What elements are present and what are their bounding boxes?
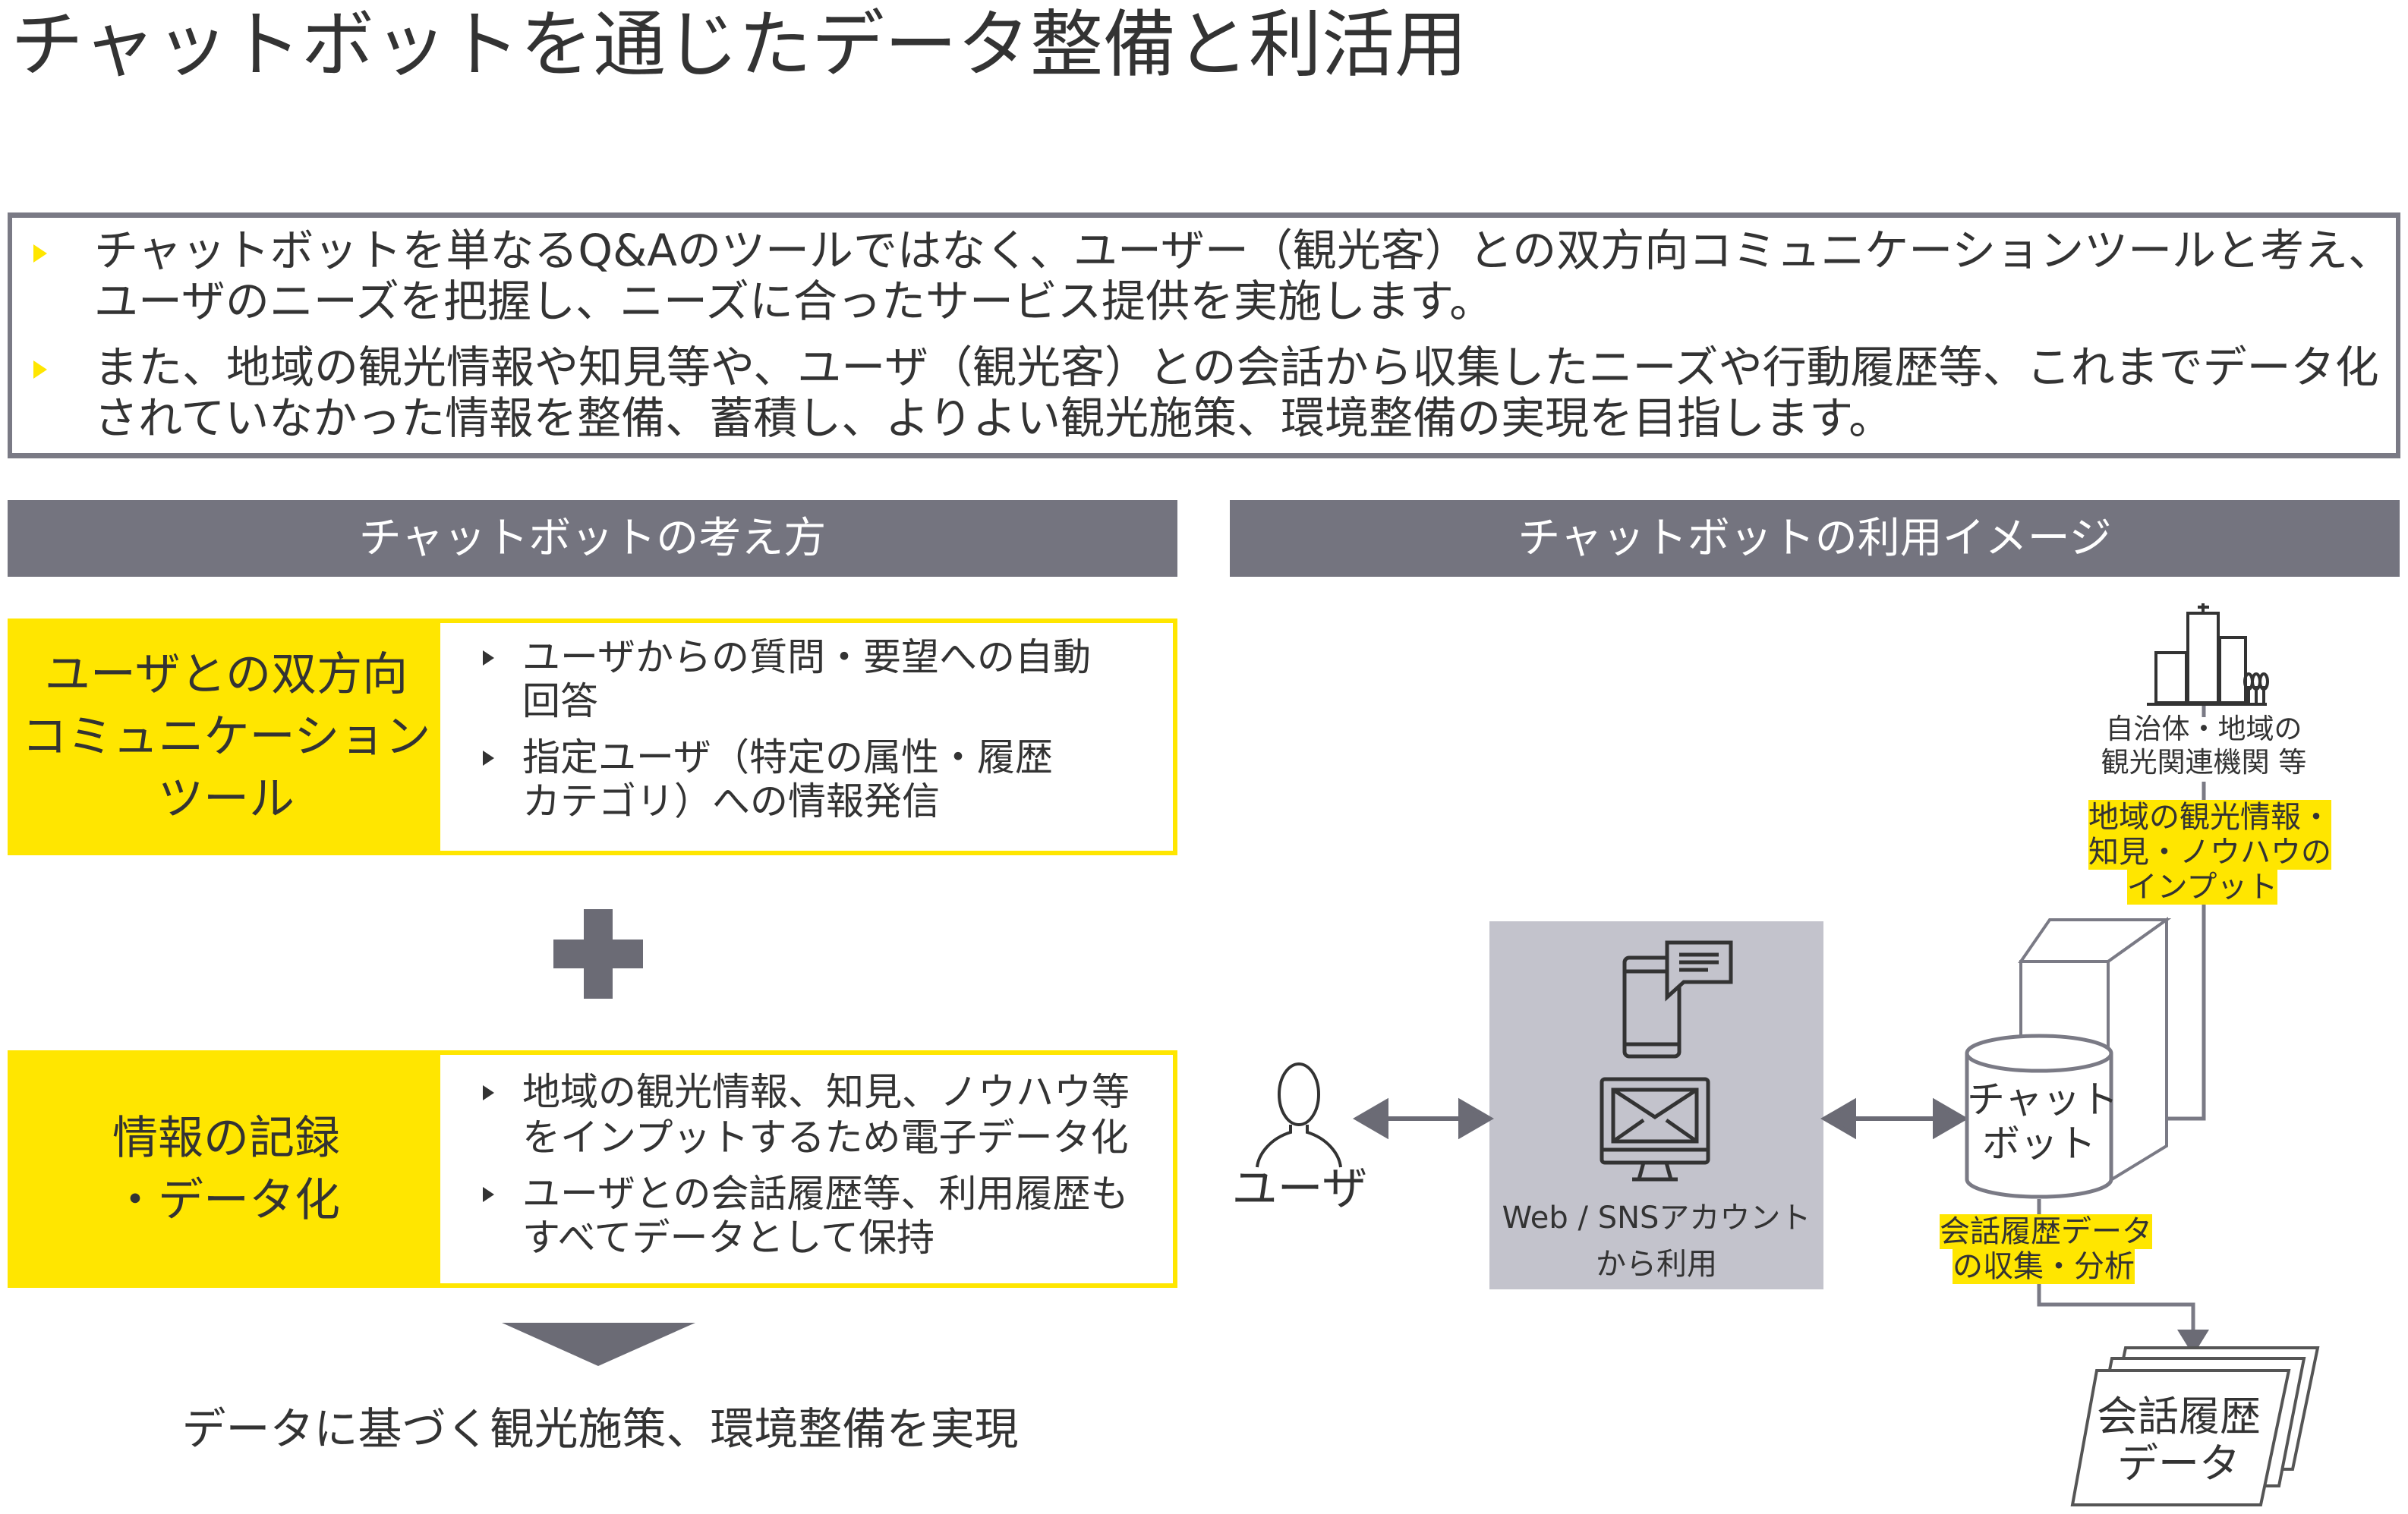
arrow-icon [2177,1330,2209,1355]
bullet-text: 指定ユーザ（特定の属性・履歴 [522,735,1053,779]
label-line: 会話履歴 [2097,1393,2261,1440]
label-line: 知見・ノウハウの [2088,835,2331,870]
user-icon [1256,1062,1342,1168]
summary-box: チャットボットを単なるQ&Aのツールではなく、ユーザー（観光客）との双方向コミュ… [8,212,2400,458]
org-label: 自治体・地域の [2105,713,2302,745]
concept-label: ユーザとの双方向 コミュニケーション ツール [12,623,440,851]
chatbot-database-icon [1965,1034,2113,1199]
building-icon [2147,603,2269,706]
bullet-text: をインプットするため電子データ化 [522,1116,1129,1160]
label-line: ユーザとの双方向 [44,648,408,701]
summary-text: チャットボットを単なるQ&Aのツールではなく、ユーザー（観光客）との双方向コミュ… [94,225,2393,276]
document-stack-icon [2070,1346,2320,1506]
label-line: ボット [1982,1122,2096,1166]
concept-box-data: 情報の記録 ・データ化 地域の観光情報、知見、ノウハウ等 をインプットするため電… [8,1050,1177,1288]
concept-header: チャットボットの考え方 [8,500,1177,577]
label-line: 地域の観光情報・ [2088,800,2331,835]
label-line: データ [2117,1440,2240,1487]
bullet-icon [483,751,494,766]
label-line: 会話履歴データ [1940,1214,2152,1249]
chatbot-label: チャット ボット [1967,1078,2119,1166]
input-label: 地域の観光情報・ 知見・ノウハウの インプット [2088,800,2331,905]
down-arrow-icon [502,1323,695,1366]
bullet-icon [483,1085,494,1100]
bullet-text: すべてデータとして保持 [522,1216,935,1260]
summary-text: されていなかった情報を整備、蓄積し、よりよい観光施策、環境整備の実現を目指します… [94,392,1893,444]
bullet-icon [33,244,47,263]
smartphone-chat-icon [1622,940,1733,1059]
concept-box-communication: ユーザとの双方向 コミュニケーション ツール ユーザからの質問・要望への自動 回… [8,619,1177,855]
history-label: 会話履歴 データ [2080,1393,2277,1487]
label-line: 情報の記録 [112,1111,340,1165]
page-title: チャットボットを通じたデータ整備と利活用 [11,2,1468,87]
bidirectional-arrow-icon [1353,1097,1494,1140]
plus-icon [584,909,613,999]
bullet-text: ユーザからの質問・要望への自動 [522,635,1091,679]
org-label: 観光関連機関 等 [2101,746,2307,779]
summary-text: ユーザのニーズを把握し、ニーズに合ったサービス提供を実施します。 [94,275,1494,327]
result-text: データに基づく観光施策、環境整備を実現 [181,1403,1019,1455]
bullet-icon [483,650,494,666]
label-line: ・データ化 [112,1173,340,1227]
label-line: コミュニケーション [21,710,431,763]
label-line: チャット [1967,1078,2119,1122]
bullet-text: 地域の観光情報、知見、ノウハウ等 [522,1070,1130,1114]
summary-text: また、地域の観光情報や知見等や、ユーザ（観光客）との会話から収集したニーズや行動… [94,342,2379,393]
label-line: インプット [2126,870,2278,905]
channel-label: Web / SNSアカウント [1502,1201,1811,1235]
bidirectional-arrow-icon [1820,1097,1968,1140]
concept-label: 情報の記録 ・データ化 [12,1055,440,1283]
label-line: ツール [158,773,295,826]
label-line: の収集・分析 [1953,1249,2135,1284]
bullet-icon [33,360,47,379]
channel-label: から利用 [1596,1247,1717,1282]
channel-box [1489,921,1823,1289]
bullet-text: ユーザとの会話履歴等、利用履歴も [522,1172,1129,1216]
bullet-text: 回答 [522,679,598,723]
user-label: ユーザ [1231,1163,1368,1216]
usage-header: チャットボットの利用イメージ [1230,500,2400,577]
monitor-mail-icon [1600,1077,1710,1182]
collect-label: 会話履歴データ の収集・分析 [1940,1214,2152,1284]
bullet-text: カテゴリ）への情報発信 [522,779,940,823]
bullet-icon [483,1187,494,1202]
